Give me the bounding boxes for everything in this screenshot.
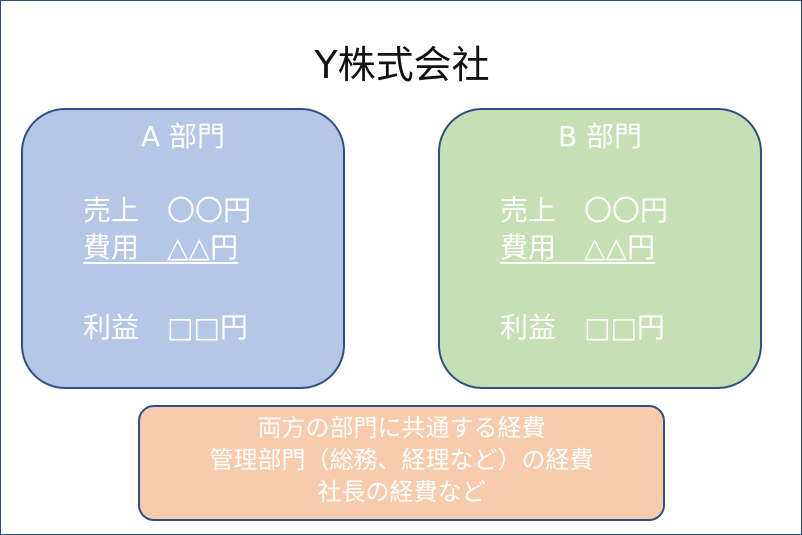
- common-costs-line-1: 両方の部門に共通する経費: [257, 414, 546, 442]
- department-a-costs: 費用 △△円: [83, 231, 239, 264]
- department-a-name: A 部門: [140, 120, 226, 153]
- department-b-box: B 部門 売上 〇〇円 費用 △△円 利益 □□円: [438, 108, 762, 389]
- common-costs-line-3: 社長の経費など: [317, 478, 486, 506]
- department-b-name: B 部門: [557, 120, 643, 153]
- company-title: Y株式会社: [314, 43, 490, 87]
- department-a-profit: 利益 □□円: [83, 311, 248, 344]
- common-costs-box: 両方の部門に共通する経費 管理部門（総務、経理など）の経費 社長の経費など: [138, 405, 665, 521]
- department-b-sales: 売上 〇〇円: [500, 194, 669, 227]
- common-costs-line-2: 管理部門（総務、経理など）の経費: [209, 446, 594, 474]
- department-a-box: A 部門 売上 〇〇円 費用 △△円 利益 □□円: [21, 108, 345, 389]
- department-b-costs: 費用 △△円: [500, 231, 656, 264]
- department-a-sales: 売上 〇〇円: [83, 194, 252, 227]
- department-b-profit: 利益 □□円: [500, 311, 665, 344]
